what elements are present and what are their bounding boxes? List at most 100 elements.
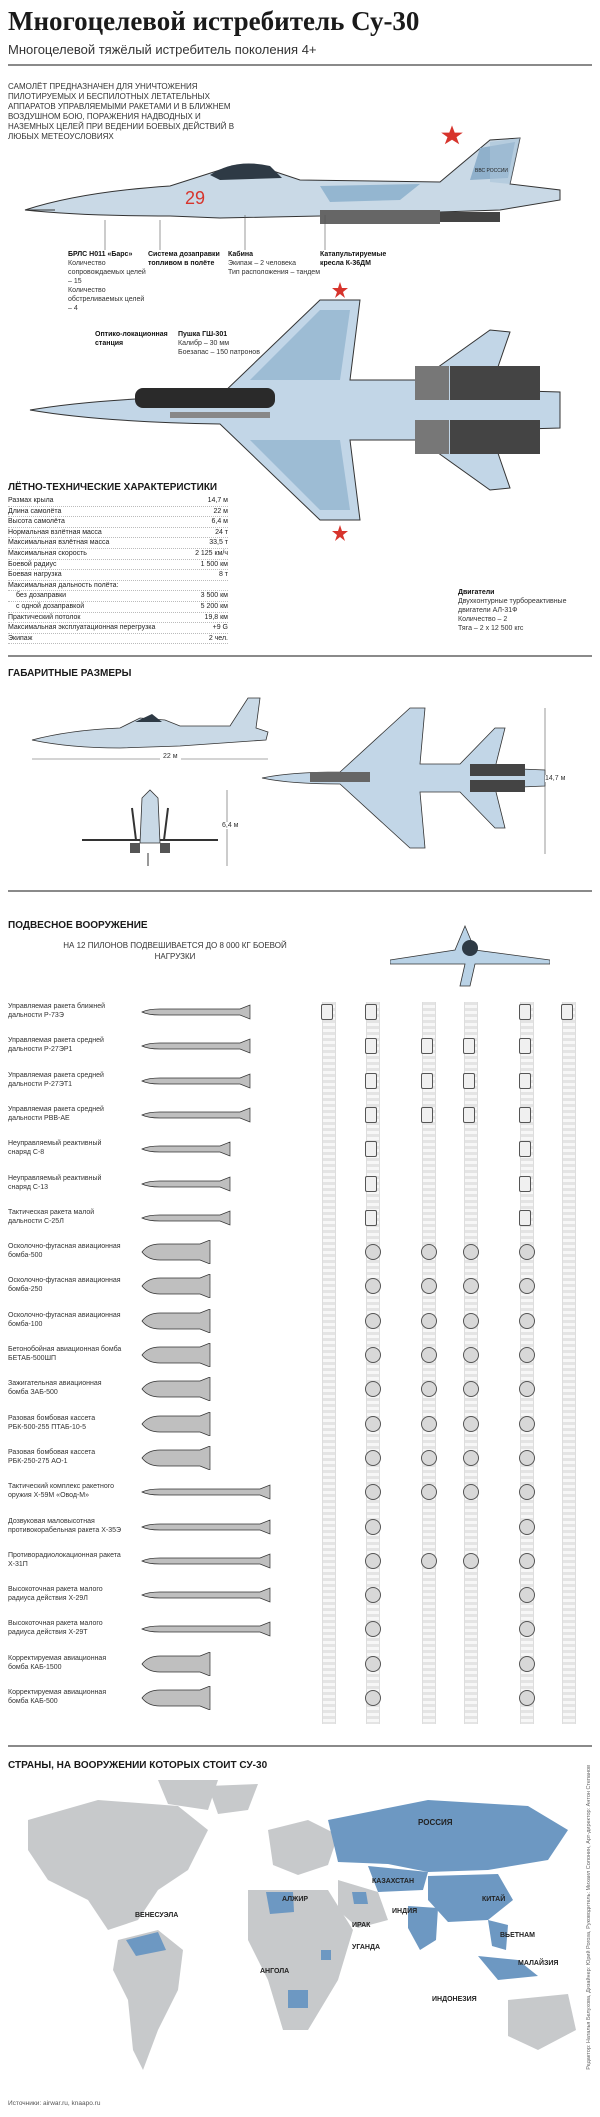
map-label-malaysia: МАЛАЙЗИЯ [518, 1960, 559, 1967]
weapon-mount-icon [463, 1244, 479, 1261]
weapon-mount-icon [365, 1484, 381, 1501]
weapon-mount-icon [365, 1106, 377, 1123]
callout-cabin: Кабина Экипаж – 2 человека Тип расположе… [228, 251, 321, 276]
weapon-mount-icon [463, 1072, 475, 1089]
weapon-mount-icon [519, 1587, 535, 1604]
weapon-mount-icon [365, 1552, 381, 1569]
weapon-mount-icon [463, 1106, 475, 1123]
aircraft-side-view: 29 ВВС РОССИИ [24, 125, 561, 224]
weapon-mount-icon [421, 1449, 437, 1466]
map-label-iraq: ИРАК [352, 1922, 371, 1929]
weapon-mount-icon [519, 1381, 535, 1398]
spec-value: 2 125 км/ч [195, 549, 228, 557]
weapon-label: Неуправляемый реактивный снаряд С-13 [8, 1174, 102, 1191]
weapon-label: Высокоточная ракета малого радиуса дейст… [8, 1620, 103, 1637]
map-label-india: ИНДИЯ [392, 1908, 418, 1915]
spec-value: 5 200 км [200, 602, 228, 610]
divider [8, 655, 592, 657]
weapon-mount-icon [463, 1449, 479, 1466]
weapon-silhouette-icon [141, 1141, 231, 1157]
tail-text: ВВС РОССИИ [475, 168, 508, 174]
pylon-6 [562, 1002, 576, 1724]
spec-name: Нормальная взлётная масса [8, 528, 102, 536]
weapon-silhouette-icon [141, 1445, 211, 1470]
weapon-mount-icon [421, 1312, 437, 1329]
divider [8, 1745, 592, 1747]
weapon-mount-icon [463, 1038, 475, 1055]
weapon-silhouette-icon [141, 1210, 231, 1226]
weapon-silhouette-icon [141, 1343, 211, 1367]
spec-value: 6,4 м [211, 518, 229, 526]
weapon-silhouette-icon [141, 1553, 271, 1569]
weapon-mount-icon [463, 1552, 479, 1569]
weapon-mount-icon [365, 1175, 377, 1192]
map-label-venezuela: ВЕНЕСУЭЛА [135, 1912, 179, 1919]
weapon-mount-icon [519, 1690, 535, 1706]
map-label-angola: АНГОЛА [260, 1968, 290, 1975]
red-star-icon [332, 525, 348, 541]
spec-name: Максимальная взлётная масса [8, 539, 110, 547]
weapon-mount-icon [463, 1484, 479, 1501]
weapon-mount-icon [519, 1655, 535, 1672]
dimension-front-view [82, 789, 218, 866]
weapon-mount-icon [365, 1244, 381, 1261]
spec-name: Практический потолок [8, 613, 81, 621]
weapon-mount-icon [421, 1552, 437, 1569]
dimension-span: 14,7 м [545, 775, 566, 782]
world-map [28, 1780, 576, 2070]
weapon-label: Осколочно-фугасная авиационная бомба-500 [8, 1243, 121, 1260]
weapon-silhouette-icon [141, 1004, 251, 1020]
credits: Редактор: Наталья Белухова, Дизайнер: Юр… [586, 1765, 592, 2070]
weapon-mount-icon [421, 1415, 437, 1432]
weapon-silhouette-icon [141, 1240, 211, 1265]
spec-row: Максимальная эксплуатационная перегрузка… [8, 623, 228, 634]
weapon-mount-icon [519, 1244, 535, 1261]
callout-refuel: Система дозаправки топливом в полёте [148, 251, 220, 267]
spec-name: Боевая нагрузка [8, 571, 62, 579]
spec-value: 22 м [213, 507, 228, 515]
weapon-mount-icon [365, 1518, 381, 1535]
weapon-mount-icon [365, 1415, 381, 1432]
spec-row: Боевая нагрузка 8 т [8, 570, 228, 581]
spec-value: 33,5 т [209, 539, 228, 547]
weapon-silhouette-icon [141, 1651, 211, 1676]
weapon-silhouette-icon [141, 1073, 251, 1089]
weapon-silhouette-icon [141, 1107, 251, 1123]
weapon-mount-icon [519, 1312, 535, 1329]
weapon-mount-icon [421, 1484, 437, 1501]
map-label-kazakhstan: КАЗАХСТАН [372, 1878, 414, 1885]
armament-subheading: На 12 пилонов подвешивается до 8 000 кг … [63, 941, 287, 961]
spec-value: 3 500 км [200, 592, 228, 600]
spec-name: с одной дозаправкой [16, 602, 85, 610]
pylon-3 [422, 1002, 436, 1724]
spec-value: 8 т [218, 571, 228, 579]
weapon-mount-icon [463, 1312, 479, 1329]
weapon-label: Неуправляемый реактивный снаряд С-8 [8, 1140, 102, 1157]
spec-row: с одной дозаправкой 5 200 км [8, 602, 228, 613]
page-title: Многоцелевой истребитель Су-30 [8, 6, 420, 36]
weapon-mount-icon [519, 1106, 531, 1123]
weapon-label: Зажигательная авиационная бомба ЗАБ-500 [8, 1380, 102, 1397]
weapon-mount-icon [519, 1004, 531, 1020]
weapon-mount-icon [463, 1347, 479, 1363]
dimensions-heading: Габаритные размеры [8, 668, 132, 679]
weapon-mount-icon [519, 1175, 531, 1192]
weapon-label: Тактический комплекс ракетного оружия Х-… [8, 1483, 115, 1500]
weapon-silhouette-icon [141, 1484, 271, 1500]
weapon-label: Разовая бомбовая кассета РБК-500-255 ПТА… [8, 1414, 96, 1431]
pylon-4 [464, 1002, 478, 1724]
weapon-silhouette-icon [141, 1038, 251, 1054]
weapon-label: Высокоточная ракета малого радиуса дейст… [8, 1586, 103, 1603]
red-star-icon [441, 125, 463, 145]
weapon-mount-icon [519, 1552, 535, 1569]
map-label-russia: РОССИЯ [418, 1818, 453, 1827]
weapon-label: Дозвуковая маловысотная противокорабельн… [8, 1517, 122, 1534]
dimension-top-view [261, 707, 546, 849]
red-star-icon [332, 282, 348, 298]
weapon-mount-icon [519, 1449, 535, 1466]
dimension-length: 22 м [160, 753, 181, 760]
